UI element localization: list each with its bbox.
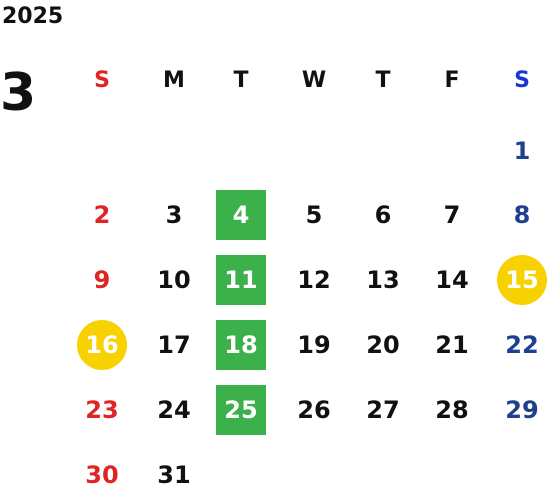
day-cell[interactable]: 22 [505,331,539,359]
day-cell[interactable]: 30 [85,461,119,489]
day-cell[interactable]: 13 [366,266,400,294]
day-cell[interactable]: 7 [443,201,461,229]
day-cell[interactable]: 4 [216,190,266,240]
day-cell[interactable]: 12 [297,266,331,294]
day-cell[interactable]: 5 [305,201,323,229]
day-cell[interactable]: 11 [216,255,266,305]
day-cell[interactable]: 26 [297,396,331,424]
day-cell[interactable]: 25 [216,385,266,435]
weekday-header: S [94,68,110,93]
day-cell[interactable]: 1 [513,137,531,165]
day-cell[interactable]: 24 [157,396,191,424]
day-cell[interactable]: 19 [297,331,331,359]
day-cell[interactable]: 21 [435,331,469,359]
day-cell[interactable]: 28 [435,396,469,424]
day-cell[interactable]: 17 [157,331,191,359]
day-cell[interactable]: 15 [497,255,547,305]
weekday-header: T [375,68,391,93]
day-cell[interactable]: 18 [216,320,266,370]
day-cell[interactable]: 6 [374,201,392,229]
day-cell[interactable]: 16 [77,320,127,370]
day-cell[interactable]: 23 [85,396,119,424]
weekday-header: W [301,68,327,93]
weekday-header: T [233,68,249,93]
day-cell[interactable]: 3 [165,201,183,229]
weekday-header: S [514,68,530,93]
day-cell[interactable]: 10 [157,266,191,294]
day-cell[interactable]: 14 [435,266,469,294]
weekday-header: F [444,68,460,93]
day-cell[interactable]: 31 [157,461,191,489]
weekday-header: M [163,68,185,93]
day-cell[interactable]: 27 [366,396,400,424]
day-cell[interactable]: 2 [93,201,111,229]
day-cell[interactable]: 9 [93,266,111,294]
year-label: 2025 [2,4,64,29]
day-cell[interactable]: 8 [513,201,531,229]
day-cell[interactable]: 29 [505,396,539,424]
month-label: 3 [0,63,37,123]
day-cell[interactable]: 20 [366,331,400,359]
